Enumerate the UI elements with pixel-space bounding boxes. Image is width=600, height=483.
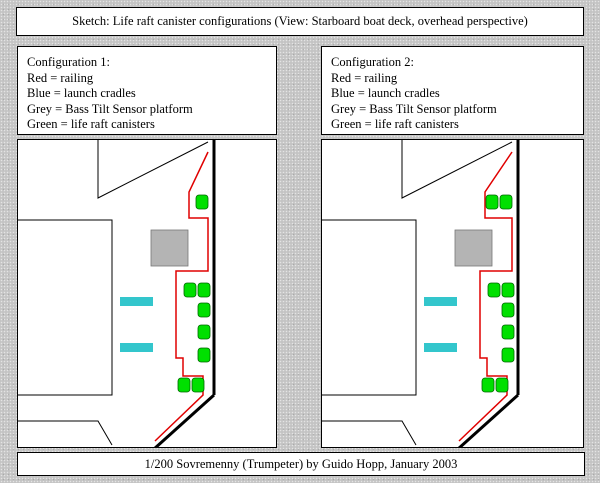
deck-sketch-config-1 [17,139,277,448]
launch-cradle [120,297,153,306]
life-raft-canister [197,282,211,298]
deck-sketch-config-2 [321,139,584,448]
life-raft-canister [183,282,197,298]
credit-line: 1/200 Sovremenny (Trumpeter) by Guido Ho… [144,457,458,471]
sensor-platform [454,229,493,267]
legend-sensor-platform: Grey = Bass Tilt Sensor platform [27,101,193,116]
legend-config-1: Configuration 1: Red = railing Blue = la… [17,46,277,135]
life-raft-canister [495,377,509,393]
superstructure-outline [18,140,209,446]
config-heading: Configuration 1: [27,55,110,69]
superstructure-outline [322,140,513,446]
launch-cradle [424,297,457,306]
footer-banner: 1/200 Sovremenny (Trumpeter) by Guido Ho… [17,452,585,476]
life-raft-canister [197,324,211,340]
config-heading: Configuration 2: [331,55,414,69]
life-raft-canister [501,302,515,318]
life-raft-canister [499,194,513,210]
life-raft-canister [501,282,515,298]
legend-sensor-platform: Grey = Bass Tilt Sensor platform [331,101,497,116]
canister-group [177,194,211,393]
hull-edge [457,393,520,447]
life-raft-canister [501,324,515,340]
life-raft-canister [197,302,211,318]
title-banner: Sketch: Life raft canister configuration… [16,7,584,36]
launch-cradle [424,343,457,352]
sensor-platform [150,229,189,267]
life-raft-canister [501,347,515,363]
life-raft-canister [487,282,501,298]
legend-canisters: Green = life raft canisters [27,117,155,131]
life-raft-canister [197,347,211,363]
legend-config-2: Configuration 2: Red = railing Blue = la… [321,46,584,135]
legend-launch-cradles: Blue = launch cradles [27,86,136,100]
hull-edge [153,393,216,447]
life-raft-canister [191,377,205,393]
legend-railing: Red = railing [27,70,94,85]
page-title: Sketch: Life raft canister configuration… [72,14,528,28]
deck-drawing [322,140,520,447]
canister-group [481,194,515,393]
deck-drawing [18,140,216,447]
legend-canisters: Green = life raft canisters [331,117,459,131]
life-raft-canister [195,194,209,210]
legend-launch-cradles: Blue = launch cradles [331,86,440,100]
life-raft-canister [177,377,191,393]
life-raft-canister [481,377,495,393]
life-raft-canister [485,194,499,210]
launch-cradle [120,343,153,352]
legend-railing: Red = railing [331,70,398,85]
